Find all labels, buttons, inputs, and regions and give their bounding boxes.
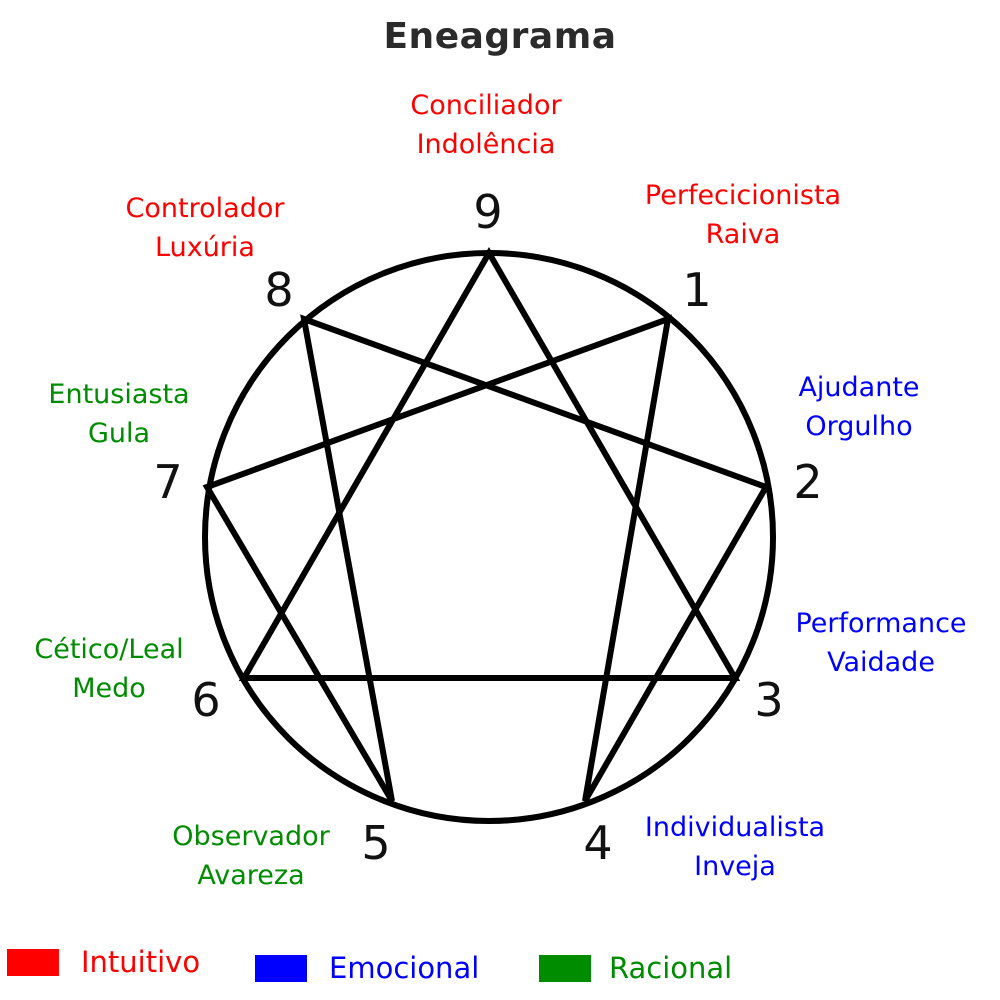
type-label-8: Controlador Luxúria (126, 189, 285, 267)
enneagram-circle (202, 250, 776, 824)
legend-swatch-blue (255, 954, 307, 982)
type-name: Conciliador (410, 90, 562, 121)
type-name: Entusiasta (48, 379, 190, 410)
type-label-3: Performance Vaidade (795, 604, 966, 682)
legend-item-emocional: Emocional (255, 951, 479, 985)
type-name: Cético/Leal (34, 634, 184, 665)
diagram-title: Eneagrama (383, 16, 617, 57)
point-number-1: 1 (682, 263, 712, 317)
hexad-figure (202, 314, 771, 803)
type-label-1: Perfecicionista Raiva (645, 176, 841, 254)
point-number-7: 7 (153, 455, 183, 509)
type-name: Perfecicionista (644, 180, 842, 211)
type-label-4: Individualista Inveja (645, 808, 825, 886)
type-label-5: Observador Avareza (172, 817, 329, 895)
inner-triangle (238, 247, 741, 681)
point-number-8: 8 (264, 263, 294, 317)
type-label-2: Ajudante Orgulho (798, 368, 919, 446)
type-label-6: Cético/Leal Medo (34, 630, 183, 708)
type-label-7: Entusiasta Gula (48, 375, 189, 453)
type-name: Observador (172, 821, 330, 852)
type-name: Ajudante (798, 372, 920, 403)
type-name: Controlador (125, 193, 285, 224)
legend-swatch-green (539, 954, 591, 982)
legend-item-intuitivo: Intuitivo (7, 945, 200, 979)
type-label-9: Conciliador Indolência (410, 86, 561, 164)
type-vice: Vaidade (827, 647, 935, 678)
type-vice: Raiva (705, 219, 781, 250)
type-vice: Orgulho (805, 411, 913, 442)
type-vice: Indolência (416, 129, 556, 160)
legend-label: Emocional (329, 951, 480, 985)
type-vice: Inveja (694, 851, 776, 882)
type-vice: Avareza (197, 860, 305, 891)
point-number-5: 5 (361, 816, 391, 870)
legend-label: Intuitivo (81, 945, 201, 979)
type-vice: Gula (87, 418, 151, 449)
point-number-9: 9 (473, 185, 503, 239)
point-number-4: 4 (583, 816, 613, 870)
legend-label: Racional (609, 951, 733, 985)
type-vice: Medo (72, 673, 146, 704)
point-number-6: 6 (191, 673, 221, 727)
legend-swatch-red (7, 948, 59, 976)
point-number-3: 3 (754, 673, 784, 727)
legend-item-racional: Racional (539, 951, 732, 985)
type-name: Performance (795, 608, 967, 639)
type-vice: Luxúria (155, 232, 255, 263)
type-name: Individualista (644, 812, 826, 843)
point-number-2: 2 (793, 455, 823, 509)
